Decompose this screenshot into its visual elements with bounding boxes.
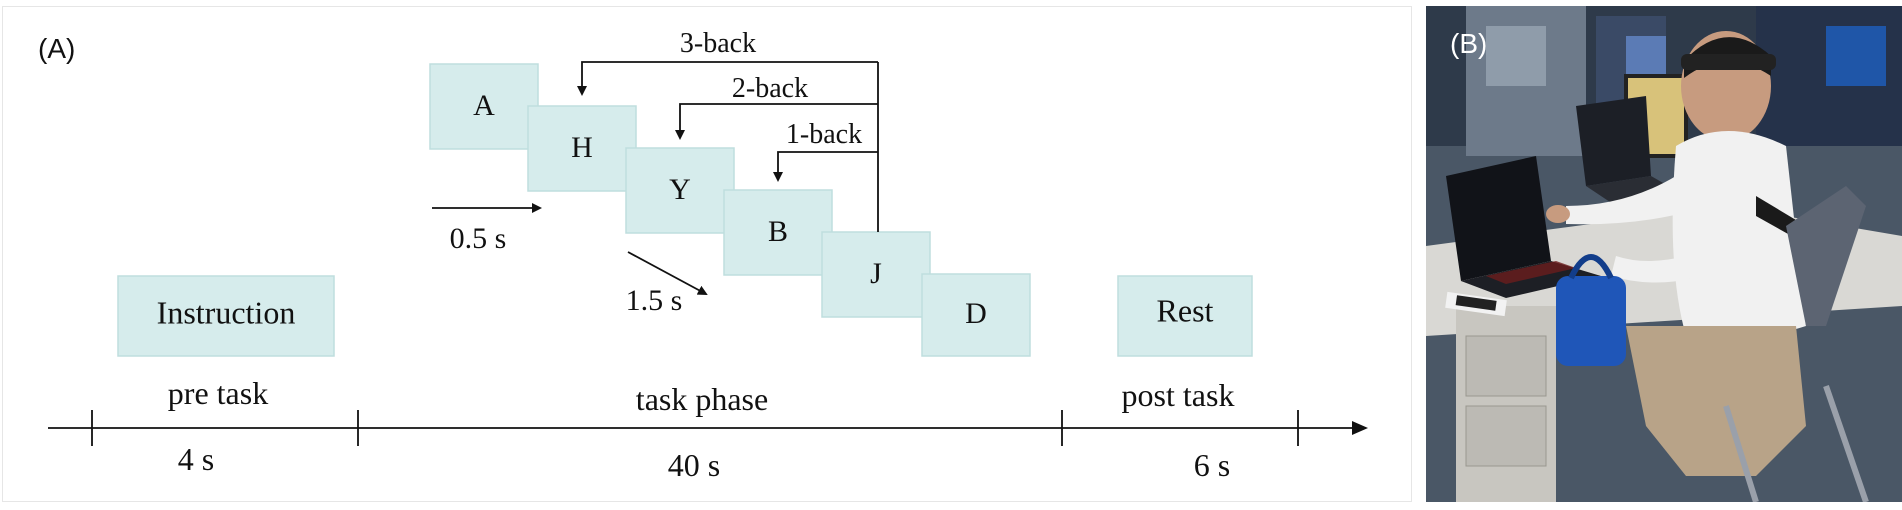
two-back-label: 2-back: [732, 73, 808, 104]
n-back-connectors: [577, 61, 879, 232]
stimulus-box-j: [821, 231, 931, 318]
rest-label: Rest: [1157, 292, 1214, 328]
pre-duration-label: 4 s: [178, 441, 214, 477]
panel-a-label: (A): [38, 33, 75, 64]
stimulus-duration-label: 0.5 s: [450, 222, 507, 255]
stimulus-letter-d: D: [965, 297, 987, 330]
task-duration-label: 40 s: [668, 447, 720, 483]
stimulus-box-d: [921, 273, 1031, 357]
instruction-label: Instruction: [157, 294, 296, 330]
one-back-arrow: [773, 151, 878, 182]
panel-a-frame: [2, 6, 1412, 502]
stimulus-letter-h: H: [571, 131, 593, 164]
stimulus-letter-b: B: [768, 215, 788, 248]
pre-task-label: pre task: [168, 375, 268, 411]
post-duration-label: 6 s: [1194, 447, 1230, 483]
participant-photo: (B): [1426, 6, 1902, 502]
rest-box: [1117, 275, 1253, 357]
interval-duration-label: 1.5 s: [626, 284, 683, 317]
stimulus-box-y: [625, 147, 735, 234]
two-back-arrow: [675, 103, 878, 140]
interval-duration-arrow: [627, 251, 708, 295]
post-task-label: post task: [1122, 377, 1235, 413]
stimulus-letter-a: A: [473, 89, 495, 122]
stimulus-letter-y: Y: [669, 173, 691, 206]
participant-photo-drawing: [1426, 6, 1902, 502]
panel-b-label: (B): [1450, 28, 1488, 59]
three-back-label: 3-back: [680, 28, 756, 59]
stimulus-sequence: A H Y B J D: [429, 63, 1031, 357]
stimulus-box-a: [429, 63, 539, 150]
task-phase-label: task phase: [636, 381, 768, 417]
instruction-box: [117, 275, 335, 357]
three-back-arrow: [577, 61, 878, 96]
stimulus-box-b: [723, 189, 833, 276]
stimulus-letter-j: J: [870, 257, 882, 290]
one-back-label: 1-back: [786, 119, 862, 150]
